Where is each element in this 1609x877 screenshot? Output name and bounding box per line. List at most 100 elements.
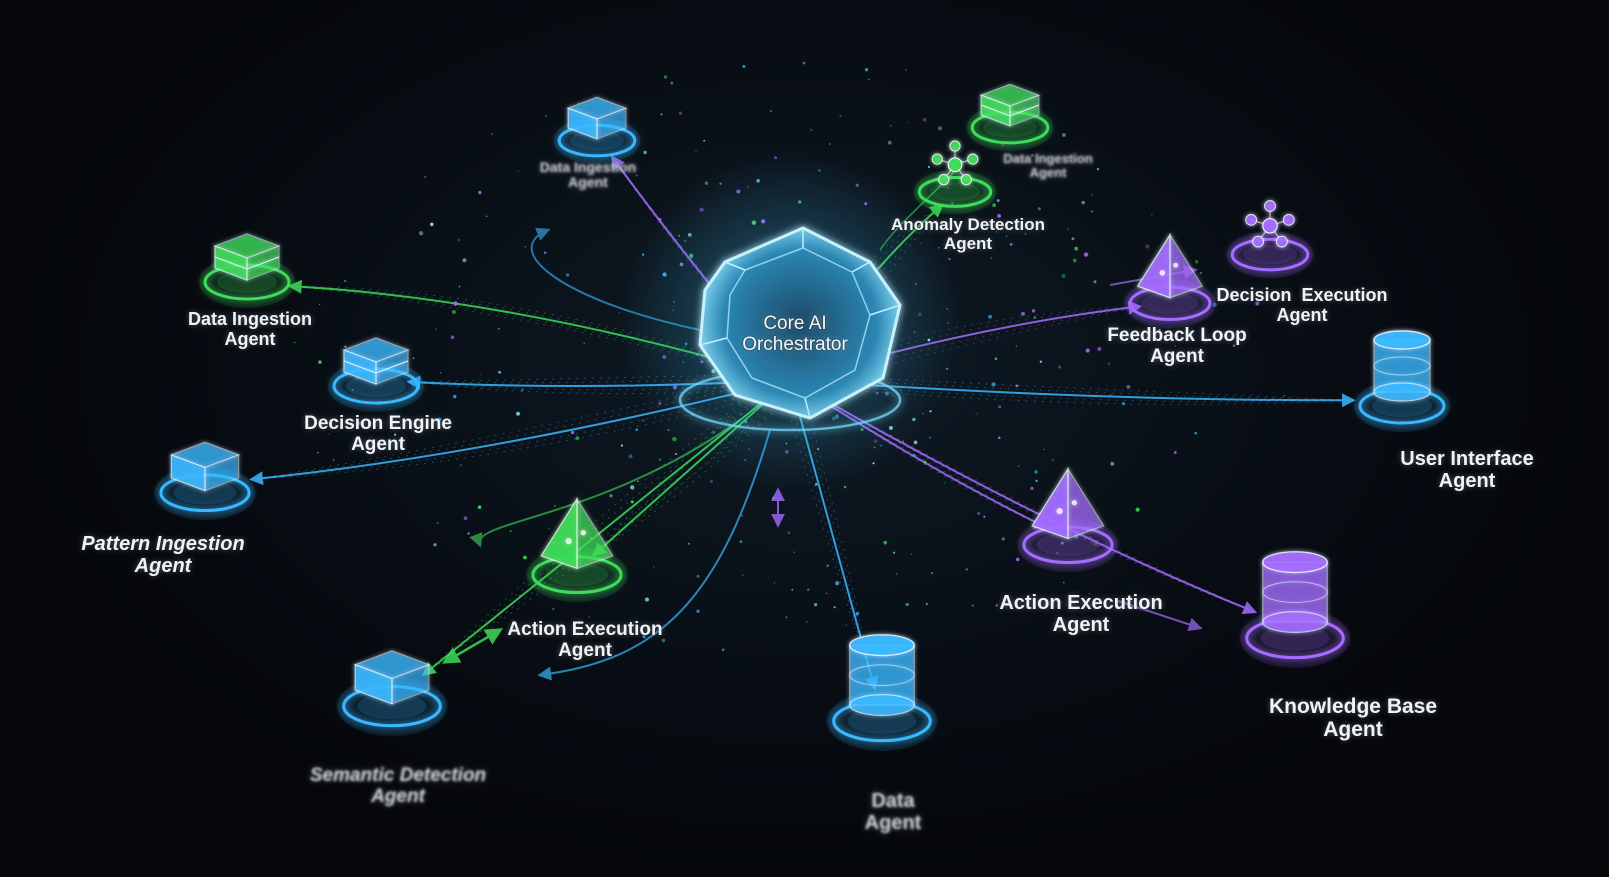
particle-dot bbox=[1232, 344, 1236, 347]
particle-dot bbox=[393, 433, 397, 436]
particle-dot bbox=[855, 611, 860, 616]
particle-dot bbox=[951, 201, 954, 205]
particle-dot bbox=[1109, 394, 1112, 397]
particle-dot bbox=[516, 411, 520, 416]
particle-dot bbox=[1096, 167, 1100, 171]
particle-dot bbox=[523, 555, 527, 560]
particle-dot bbox=[294, 341, 296, 344]
particle-dot bbox=[998, 405, 1002, 409]
agent-node-user-interface[interactable] bbox=[1354, 330, 1450, 432]
particle-dot bbox=[485, 215, 488, 218]
particle-dot bbox=[1037, 207, 1041, 211]
stacked-boxes-icon bbox=[213, 233, 281, 281]
particle-dot bbox=[927, 165, 931, 169]
particle-dot bbox=[553, 504, 557, 508]
particle-dot bbox=[1097, 347, 1102, 351]
particle-dot bbox=[988, 314, 992, 319]
particle-dot bbox=[807, 588, 810, 591]
particle-dot bbox=[696, 574, 700, 578]
particle-dot bbox=[478, 190, 482, 195]
pyramid-icon bbox=[1031, 467, 1105, 540]
particle-dot bbox=[947, 187, 949, 189]
agent-node-semantic-detection[interactable] bbox=[336, 650, 448, 736]
particle-dot bbox=[988, 223, 991, 227]
particle-dot bbox=[1194, 259, 1199, 264]
agent-node-action-execution-left[interactable] bbox=[526, 497, 628, 602]
particle-dot bbox=[1074, 246, 1079, 251]
particle-dot bbox=[490, 133, 493, 135]
particle-dot bbox=[418, 231, 424, 236]
particle-dot bbox=[739, 540, 743, 544]
particle-dot bbox=[498, 370, 501, 374]
particle-dot bbox=[552, 607, 555, 611]
particle-dot bbox=[302, 316, 305, 319]
connector-decision-engine bbox=[409, 381, 803, 395]
connector-user-interface bbox=[777, 373, 1354, 401]
particle-dot bbox=[548, 527, 550, 530]
particle-dot bbox=[1001, 537, 1005, 541]
particle-dot bbox=[509, 529, 512, 533]
particle-dot bbox=[328, 433, 331, 435]
particle-dot bbox=[833, 606, 836, 609]
connector-knowledge-base bbox=[777, 373, 1255, 613]
agent-node-data-ingestion-top[interactable] bbox=[553, 96, 641, 164]
core-orchestrator-node[interactable] bbox=[620, 150, 960, 490]
particle-dot bbox=[351, 388, 354, 391]
pyramid-icon bbox=[540, 497, 614, 570]
agent-node-data-ingestion-left[interactable] bbox=[199, 233, 295, 308]
connector-feedback-loop bbox=[801, 305, 1140, 387]
agent-label-data-ingestion-top-right: Data Ingestion Agent bbox=[1003, 151, 1093, 181]
agent-node-decision-execution[interactable] bbox=[1226, 200, 1314, 278]
agent-node-feedback-loop[interactable] bbox=[1124, 232, 1216, 328]
particle-dot bbox=[1034, 470, 1038, 474]
particle-dot bbox=[843, 485, 847, 489]
agent-node-anomaly-detection[interactable] bbox=[914, 140, 996, 214]
particle-dot bbox=[630, 500, 634, 504]
agent-label-feedback-loop: Feedback Loop Agent bbox=[1107, 325, 1247, 367]
particle-dot bbox=[835, 581, 840, 586]
particle-dot bbox=[1020, 311, 1026, 316]
particle-dot bbox=[1067, 156, 1069, 159]
particle-dot bbox=[887, 140, 892, 145]
agent-label-knowledge-base: Knowledge Base Agent bbox=[1268, 695, 1438, 742]
particle-dot bbox=[905, 602, 909, 607]
particle-dot bbox=[628, 454, 633, 459]
agent-node-knowledge-base[interactable] bbox=[1239, 551, 1351, 668]
particle-dot bbox=[1033, 316, 1037, 319]
particle-dot bbox=[896, 573, 898, 575]
particle-dot bbox=[467, 532, 470, 535]
arc-connector bbox=[1114, 599, 1203, 632]
particle-dot bbox=[943, 482, 946, 484]
agent-node-decision-engine[interactable] bbox=[328, 337, 424, 412]
agent-node-data-ingestion-top-right[interactable] bbox=[966, 83, 1054, 151]
agent-label-anomaly-detection: Anomaly Detection Agent bbox=[891, 215, 1045, 253]
particle-dot bbox=[1085, 348, 1090, 353]
particle-dot bbox=[1212, 302, 1217, 307]
particle-dot bbox=[1015, 384, 1019, 388]
particle-dot bbox=[813, 602, 818, 607]
agent-node-pattern-ingestion[interactable] bbox=[154, 441, 256, 520]
particle-dot bbox=[316, 451, 319, 454]
particle-dot bbox=[453, 394, 457, 399]
particle-dot bbox=[1135, 507, 1140, 512]
particle-dot bbox=[1174, 345, 1177, 348]
particle-dot bbox=[437, 417, 442, 422]
particle-dot bbox=[992, 203, 996, 208]
particle-dot bbox=[457, 238, 461, 242]
particle-dot bbox=[319, 303, 321, 305]
particle-dot bbox=[1051, 458, 1054, 461]
particle-dot bbox=[906, 121, 909, 124]
agent-node-data-agent[interactable] bbox=[826, 634, 938, 751]
particle-dot bbox=[997, 213, 1002, 218]
particle-dot bbox=[773, 582, 776, 584]
particle-dot bbox=[670, 81, 674, 85]
particle-dot bbox=[1091, 194, 1093, 196]
particle-dot bbox=[1110, 461, 1115, 466]
particle-dot bbox=[983, 515, 986, 518]
particle-dot bbox=[1151, 214, 1153, 216]
particle-dot bbox=[674, 452, 678, 456]
particle-dot bbox=[332, 459, 335, 461]
particle-dot bbox=[772, 496, 775, 500]
agent-node-action-execution-right[interactable] bbox=[1017, 467, 1119, 572]
